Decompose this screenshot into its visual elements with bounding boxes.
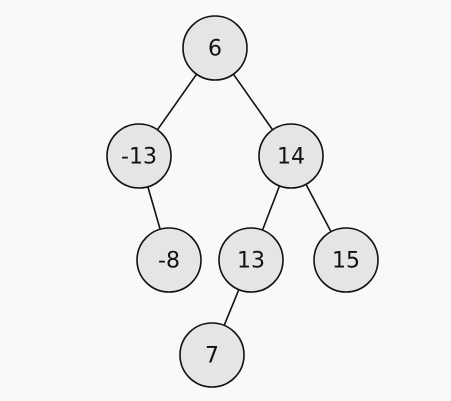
node-circle: [136, 227, 202, 293]
tree-node: -13: [106, 123, 172, 189]
node-label: 14: [277, 145, 305, 170]
node-circle: [106, 123, 172, 189]
tree-node: 7: [179, 322, 245, 388]
edge-n-13-n-8: [147, 186, 161, 230]
node-circle: [258, 123, 324, 189]
node-label: 7: [205, 344, 219, 369]
tree-node: 13: [218, 227, 284, 293]
node-circle: [218, 227, 284, 293]
node-label: -8: [158, 249, 180, 274]
node-circle: [313, 227, 379, 293]
edge-n6-n-13: [156, 73, 198, 131]
node-label: 6: [208, 37, 222, 62]
nodes-layer: 6 -13 14 -8 13 15 7: [106, 15, 379, 388]
tree-node: -8: [136, 227, 202, 293]
node-circle: [179, 322, 245, 388]
edges-layer: [147, 73, 332, 326]
node-label: 13: [237, 249, 265, 274]
node-label: 15: [332, 249, 360, 274]
edge-n13-n7: [223, 289, 240, 326]
tree-node: 15: [313, 227, 379, 293]
edge-n6-n14: [232, 73, 274, 131]
edge-n14-n13: [261, 185, 281, 231]
node-label: -13: [121, 145, 157, 170]
node-circle: [182, 15, 248, 81]
tree-node: 6: [182, 15, 248, 81]
tree-node: 14: [258, 123, 324, 189]
edge-n14-n15: [305, 183, 332, 233]
